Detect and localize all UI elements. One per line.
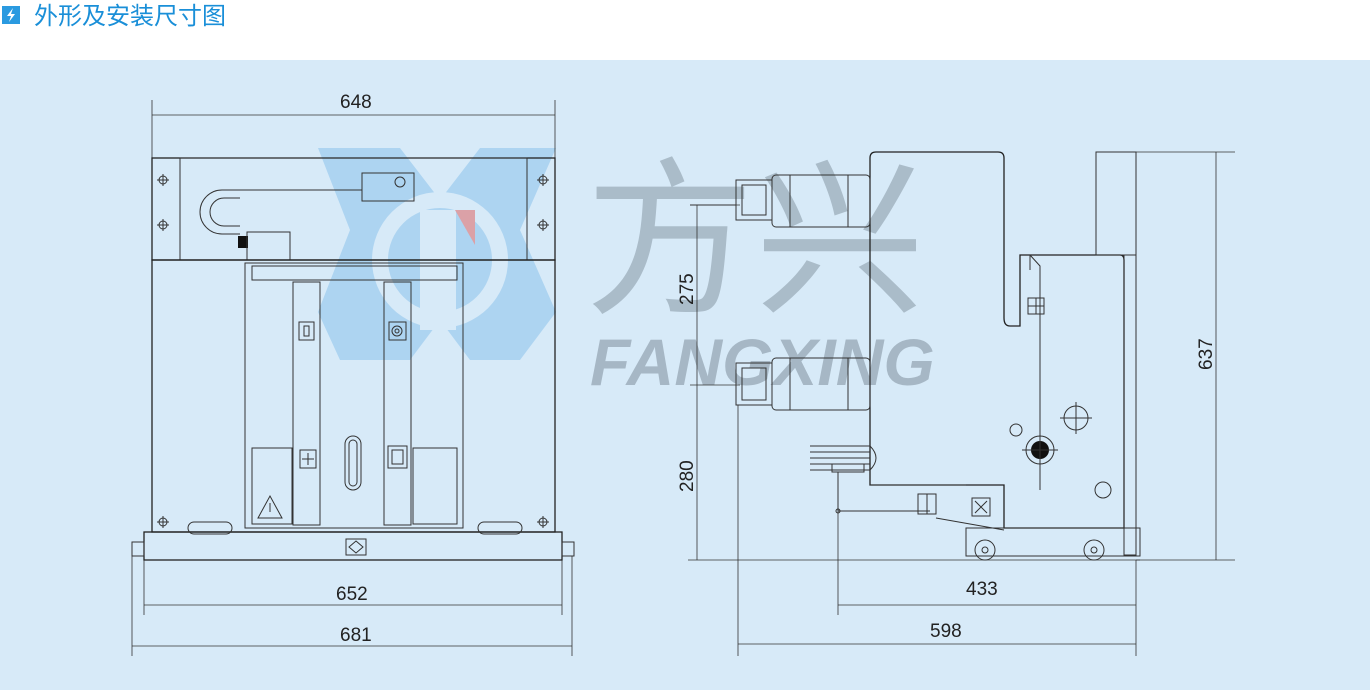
front-view: 648 [131,92,575,656]
section-header: 外形及安装尺寸图 [0,0,1370,60]
dim-side-total-height: 637 [1196,338,1217,370]
dim-side-depth-1: 433 [966,579,998,600]
dim-front-overall-width: 681 [340,625,372,646]
fangxing-logo-icon [318,148,556,360]
dim-side-lower-height: 280 [677,460,698,492]
dim-front-base-width: 652 [336,584,368,605]
page-title: 外形及安装尺寸图 [34,2,226,30]
watermark-brand-cn: 方兴 [585,143,925,341]
lightning-icon [2,6,20,24]
watermark-brand-en: FANGXING [590,325,935,399]
dim-front-top-width: 648 [340,92,372,113]
drawing-panel [0,60,1370,690]
dim-side-upper-height: 275 [677,273,698,305]
side-view: 275 280 [677,151,1235,656]
dim-side-depth-2: 598 [930,621,962,642]
svg-text:方兴: 方兴 [585,143,925,341]
dimension-drawing: 方兴 FANGXING 648 [131,92,1235,656]
